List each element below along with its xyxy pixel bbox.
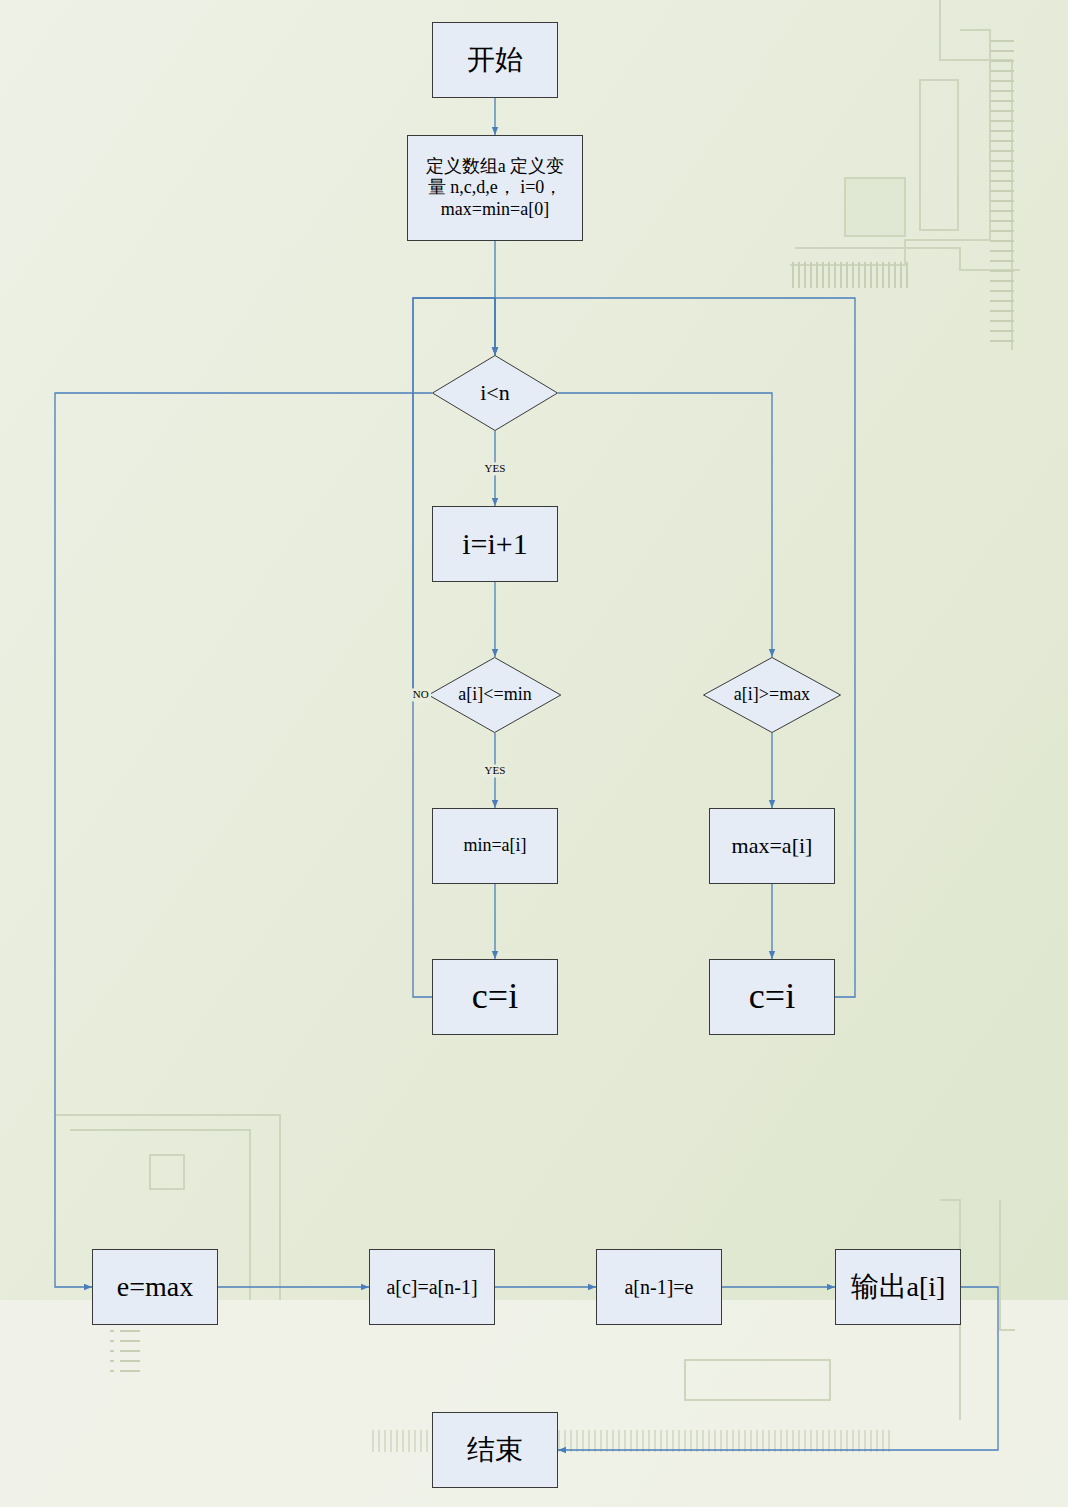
process-box: c=i <box>432 959 558 1035</box>
flow-connector <box>494 582 495 657</box>
decision-diamond: i<n <box>432 355 558 431</box>
init-box: 定义数组a 定义变量 n,c,d,e， i=0， max=min=a[0] <box>407 135 583 241</box>
node-text: 定义数组a 定义变量 n,c,d,e， i=0， max=min=a[0] <box>420 156 570 221</box>
node-text: e=max <box>117 1270 193 1304</box>
end-box: 结束 <box>432 1412 558 1488</box>
flow-connector <box>413 298 495 695</box>
diamond-shape <box>429 658 561 733</box>
node-text: 开始 <box>467 43 523 77</box>
node-text: c=i <box>749 975 795 1018</box>
node-text: 结束 <box>467 1433 523 1467</box>
process-box: e=max <box>92 1249 218 1325</box>
decision-diamond: a[i]>=max <box>703 657 841 733</box>
flow-connector <box>495 298 855 997</box>
edge-label: NO <box>411 688 431 701</box>
node-text: i<n <box>480 380 510 406</box>
pin-column <box>110 1330 140 1375</box>
pin-column <box>985 40 1015 350</box>
edge-label: YES <box>483 764 508 777</box>
process-box: i=i+1 <box>432 506 558 582</box>
node-text: a[i]<=min <box>458 684 531 706</box>
page-ground-lower <box>0 1300 1068 1507</box>
process-box: max=a[i] <box>709 808 835 884</box>
edge-label: YES <box>483 462 508 475</box>
node-text: a[i]>=max <box>734 684 810 706</box>
flow-connector <box>771 884 772 959</box>
node-text: a[n-1]=e <box>624 1275 693 1299</box>
decision-diamond: a[i]<=min <box>428 657 561 733</box>
node-text: max=a[i] <box>732 833 813 859</box>
pin-row <box>788 262 912 288</box>
flow-connector <box>494 884 495 959</box>
start-box: 开始 <box>432 22 558 98</box>
flow-connector <box>771 733 772 808</box>
node-text: a[c]=a[n-1] <box>386 1275 477 1299</box>
circuit-decoration <box>55 0 1020 1420</box>
process-box: c=i <box>709 959 835 1035</box>
flow-connector <box>494 98 495 135</box>
flow-connector <box>558 393 772 657</box>
output-box: 输出a[i] <box>835 1249 961 1325</box>
flow-connector <box>722 1286 835 1287</box>
node-text: min=a[i] <box>463 835 526 857</box>
flow-connector <box>218 1286 369 1287</box>
process-box: min=a[i] <box>432 808 558 884</box>
node-text: c=i <box>472 975 518 1018</box>
node-text: i=i+1 <box>462 526 528 562</box>
diamond-shape <box>433 356 558 431</box>
process-box: a[c]=a[n-1] <box>369 1249 495 1325</box>
flow-connector <box>55 393 432 1287</box>
process-box: a[n-1]=e <box>596 1249 722 1325</box>
flow-connector <box>495 1286 596 1287</box>
node-text: 输出a[i] <box>851 1270 946 1304</box>
diamond-shape <box>703 658 840 733</box>
